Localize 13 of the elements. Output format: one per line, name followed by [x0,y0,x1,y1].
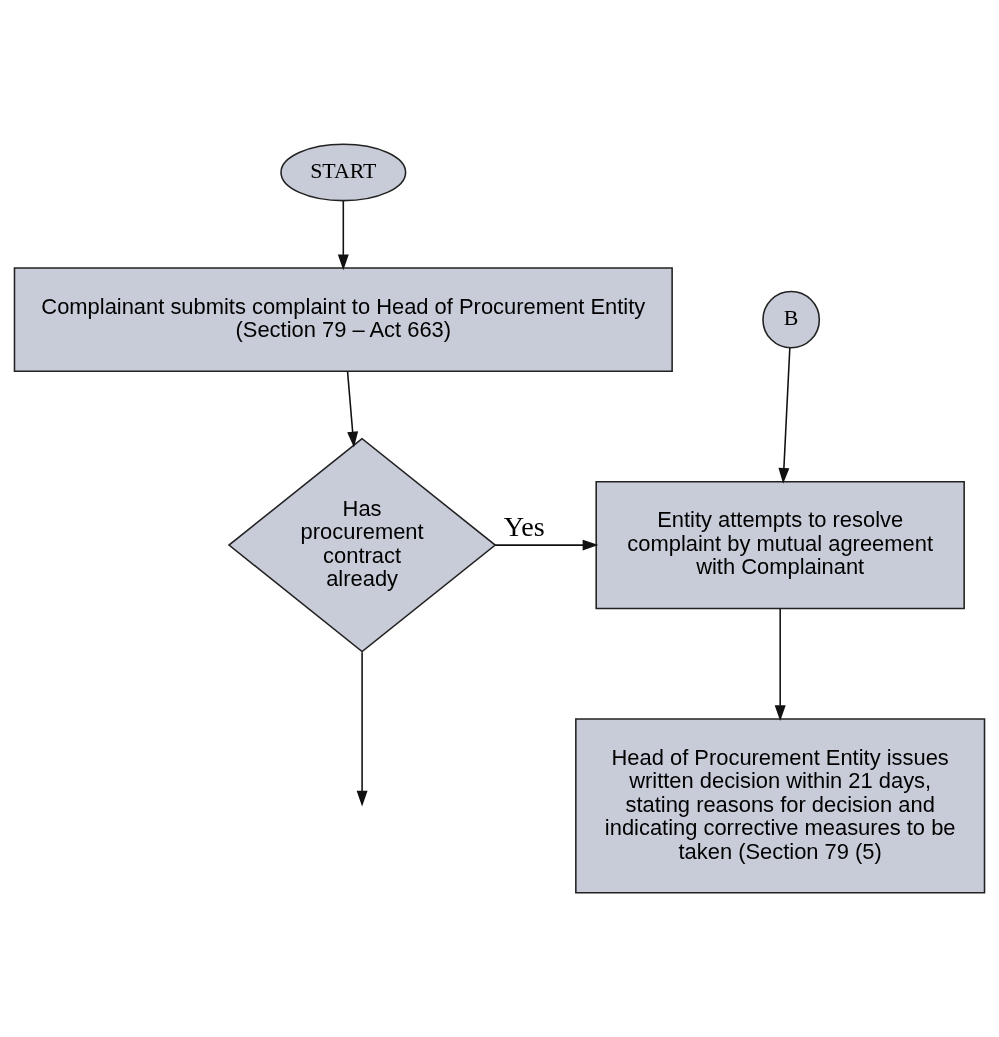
node-ellipse: START [280,143,407,202]
arrow [778,347,791,484]
node-circle: B [762,290,821,349]
edge-label: Yes [503,511,545,543]
arrow [494,539,599,551]
arrow [346,370,359,448]
arrow [356,651,368,807]
node-diamond: Has procurement contract already [227,437,497,653]
node-box: Complainant submits complaint to Head of Procurement Entity (Section 79 – Act 663) [13,267,673,373]
node-box: Head of Procurement Entity issues written decision within 21 days, stating reasons for decision and indicating corrective measures to be taken (Section 79 (5) [575,718,986,894]
node-box: Entity attempts to resolve complaint by mutual agreement with Complainant [595,480,965,610]
arrow [774,608,786,722]
arrow [337,200,349,271]
